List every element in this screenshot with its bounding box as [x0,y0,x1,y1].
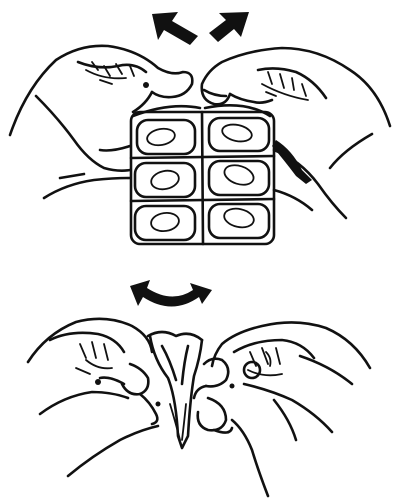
right-hand [194,322,370,496]
tablet [146,127,176,148]
arrow-up-left-icon [152,12,198,45]
left-hand [28,319,161,476]
folded-blister [148,332,202,448]
left-hand [10,46,192,198]
right-hand [202,48,390,218]
tablet [221,122,254,144]
double-curved-arrow-icon [130,280,212,307]
tablet [149,168,180,191]
tablet [222,206,255,230]
top-panel [10,12,390,244]
blister-pack [131,105,274,244]
arrow-up-right-icon [209,12,249,42]
tablet [222,162,256,188]
tablet [150,211,180,233]
bottom-panel [28,280,370,496]
